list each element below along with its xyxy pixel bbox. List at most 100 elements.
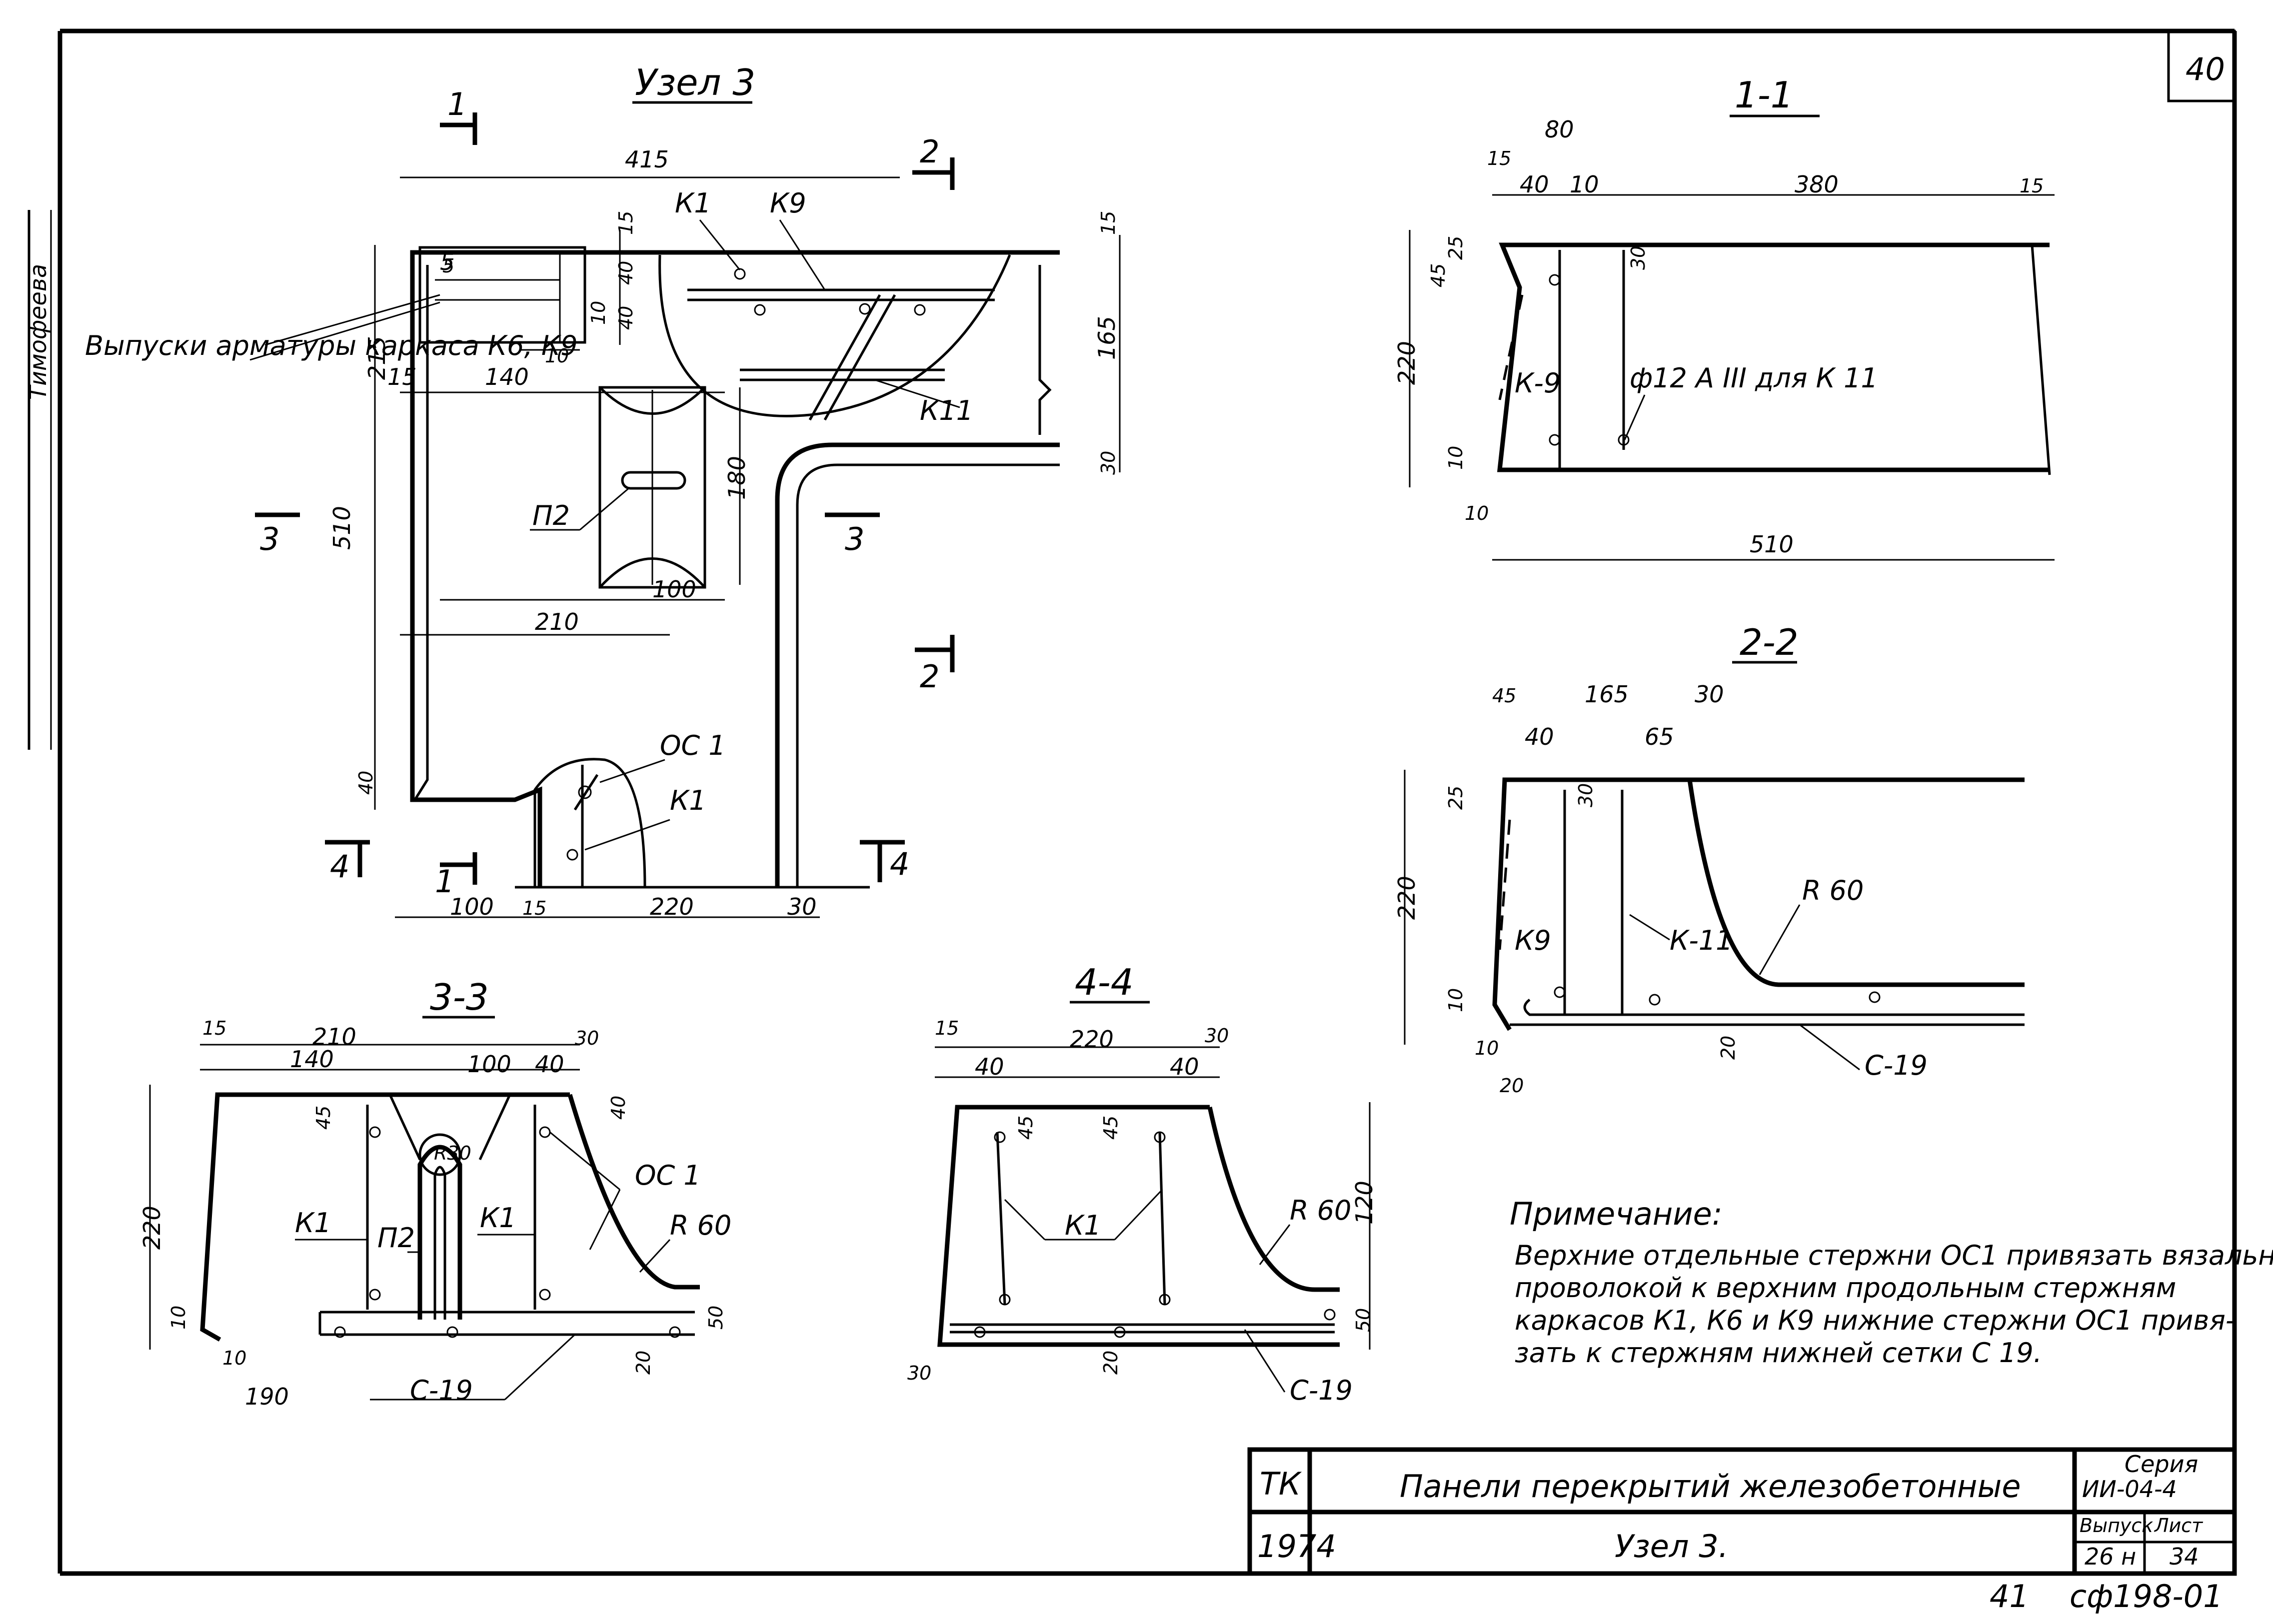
svg-text:210: 210 xyxy=(312,1023,356,1050)
svg-text:380: 380 xyxy=(1795,171,1839,198)
svg-text:4: 4 xyxy=(330,848,349,885)
svg-text:220: 220 xyxy=(138,1206,165,1250)
svg-text:30: 30 xyxy=(1627,246,1649,270)
svg-text:К11: К11 xyxy=(920,395,973,426)
svg-text:10: 10 xyxy=(1570,171,1599,198)
section-3-3-title: 3-3 xyxy=(430,976,489,1018)
svg-text:R30: R30 xyxy=(434,1142,471,1164)
svg-text:15: 15 xyxy=(387,363,417,390)
svg-text:С-19: С-19 xyxy=(410,1375,473,1406)
svg-text:220: 220 xyxy=(1070,1026,1114,1053)
svg-text:10: 10 xyxy=(545,345,569,367)
note-line-4: зать к стержням нижней сетки С 19. xyxy=(1515,1337,2042,1369)
svg-text:R 60: R 60 xyxy=(670,1210,731,1241)
note-title: Примечание: xyxy=(1510,1196,1723,1232)
svg-text:20: 20 xyxy=(1500,1075,1524,1097)
svg-text:45: 45 xyxy=(312,1106,334,1130)
svg-text:10: 10 xyxy=(1445,446,1467,470)
svg-text:25: 25 xyxy=(1445,236,1467,260)
svg-text:К1: К1 xyxy=(295,1207,331,1239)
svg-text:10: 10 xyxy=(587,301,609,325)
svg-text:К1: К1 xyxy=(675,187,711,219)
svg-text:3: 3 xyxy=(260,521,279,557)
tb-sheet-title: Узел 3. xyxy=(1615,1528,1728,1565)
node3-view: Узел 3 5 xyxy=(85,61,1121,920)
svg-text:40: 40 xyxy=(535,1051,564,1078)
svg-text:510: 510 xyxy=(1750,531,1794,558)
svg-text:165: 165 xyxy=(1093,316,1120,360)
svg-text:40: 40 xyxy=(615,261,637,285)
svg-text:30: 30 xyxy=(1695,681,1724,708)
svg-text:40: 40 xyxy=(1170,1053,1199,1080)
tb-org: ТК xyxy=(1260,1466,1302,1502)
svg-text:45: 45 xyxy=(1015,1116,1037,1140)
node3-rib xyxy=(775,442,1060,887)
page-number: 40 xyxy=(2186,51,2225,87)
sheet-frame: 40 Тимофеева 41 сф198-01 xyxy=(24,28,2237,1615)
tb-year: 1974 xyxy=(1257,1528,1336,1565)
svg-text:К9: К9 xyxy=(770,187,806,219)
svg-text:15: 15 xyxy=(522,897,546,919)
section-4-4-title: 4-4 xyxy=(1075,961,1134,1003)
bottom-code: сф198-01 xyxy=(2070,1578,2223,1615)
svg-text:40: 40 xyxy=(975,1053,1004,1080)
svg-text:С-19: С-19 xyxy=(1290,1375,1353,1406)
svg-text:К1: К1 xyxy=(480,1202,516,1234)
svg-text:165: 165 xyxy=(1585,681,1629,708)
node3-cut-markers: 1 1 2 2 3 3 4 4 xyxy=(255,86,955,900)
svg-text:П2: П2 xyxy=(532,500,570,531)
svg-text:15: 15 xyxy=(615,211,637,235)
svg-text:45: 45 xyxy=(1100,1116,1122,1140)
svg-text:190: 190 xyxy=(245,1383,289,1410)
svg-text:10: 10 xyxy=(222,1347,246,1369)
note-block: Примечание: Верхние отдельные стержни ОС… xyxy=(1510,1196,2273,1369)
svg-text:30: 30 xyxy=(575,1027,599,1049)
svg-text:ОС 1: ОС 1 xyxy=(660,730,726,761)
section-1-1-title: 1-1 xyxy=(1735,74,1794,116)
svg-text:65: 65 xyxy=(1645,723,1674,750)
node3-dimensions: 415 15 40 40 10 10 15 5 140 215 165 15 1… xyxy=(328,146,1121,920)
svg-text:С-19: С-19 xyxy=(1865,1050,1928,1081)
svg-text:5: 5 xyxy=(442,255,454,277)
svg-text:45: 45 xyxy=(1492,685,1516,707)
note-line-3: каркасов К1, К6 и К9 нижние стержни ОС1 … xyxy=(1515,1305,2235,1336)
svg-text:140: 140 xyxy=(485,363,529,390)
svg-text:20: 20 xyxy=(1100,1351,1122,1375)
svg-text:415: 415 xyxy=(625,146,669,173)
svg-text:10: 10 xyxy=(1445,988,1467,1012)
svg-text:R 60: R 60 xyxy=(1290,1195,1351,1226)
svg-text:45: 45 xyxy=(1427,263,1449,287)
tb-series: ИИ-04-4 xyxy=(2082,1476,2177,1503)
svg-text:10: 10 xyxy=(1465,502,1489,524)
svg-text:15: 15 xyxy=(2020,175,2044,197)
svg-text:15: 15 xyxy=(1097,211,1119,235)
svg-text:220: 220 xyxy=(650,893,694,920)
svg-text:R 60: R 60 xyxy=(1802,875,1864,906)
svg-text:30: 30 xyxy=(907,1362,931,1384)
svg-text:2: 2 xyxy=(920,133,939,170)
node3-title: Узел 3 xyxy=(635,61,755,103)
svg-text:15: 15 xyxy=(1487,147,1511,169)
svg-text:20: 20 xyxy=(1717,1036,1739,1060)
note-line-2: проволокой к верхним продольным стержням xyxy=(1515,1272,2176,1304)
svg-text:40: 40 xyxy=(355,771,377,795)
svg-text:215: 215 xyxy=(363,336,390,380)
svg-text:100: 100 xyxy=(652,576,696,603)
svg-text:К-9: К-9 xyxy=(1515,367,1561,399)
section-2-2: 2-2 К9 К-11 R 60 С-19 45 165 30 40 65 25… xyxy=(1393,621,2025,1097)
svg-text:40: 40 xyxy=(615,306,637,330)
svg-text:К9: К9 xyxy=(1515,925,1551,956)
svg-text:П2: П2 xyxy=(377,1222,415,1254)
tb-sheet-number: 34 xyxy=(2170,1543,2199,1570)
node3-outline xyxy=(410,250,1060,887)
svg-text:50: 50 xyxy=(1352,1308,1374,1332)
section-4-4: 4-4 К1 R 60 С-19 15 220 30 40 40 45 45 1… xyxy=(907,961,1378,1406)
svg-text:220: 220 xyxy=(1393,341,1420,385)
svg-text:40: 40 xyxy=(1525,723,1554,750)
tb-series-label: Серия xyxy=(2125,1451,2198,1478)
svg-text:180: 180 xyxy=(723,456,750,500)
svg-text:30: 30 xyxy=(1205,1025,1229,1047)
svg-text:20: 20 xyxy=(632,1351,654,1375)
tb-sheet-label: Лист xyxy=(2154,1515,2204,1537)
svg-text:30: 30 xyxy=(1575,783,1597,807)
